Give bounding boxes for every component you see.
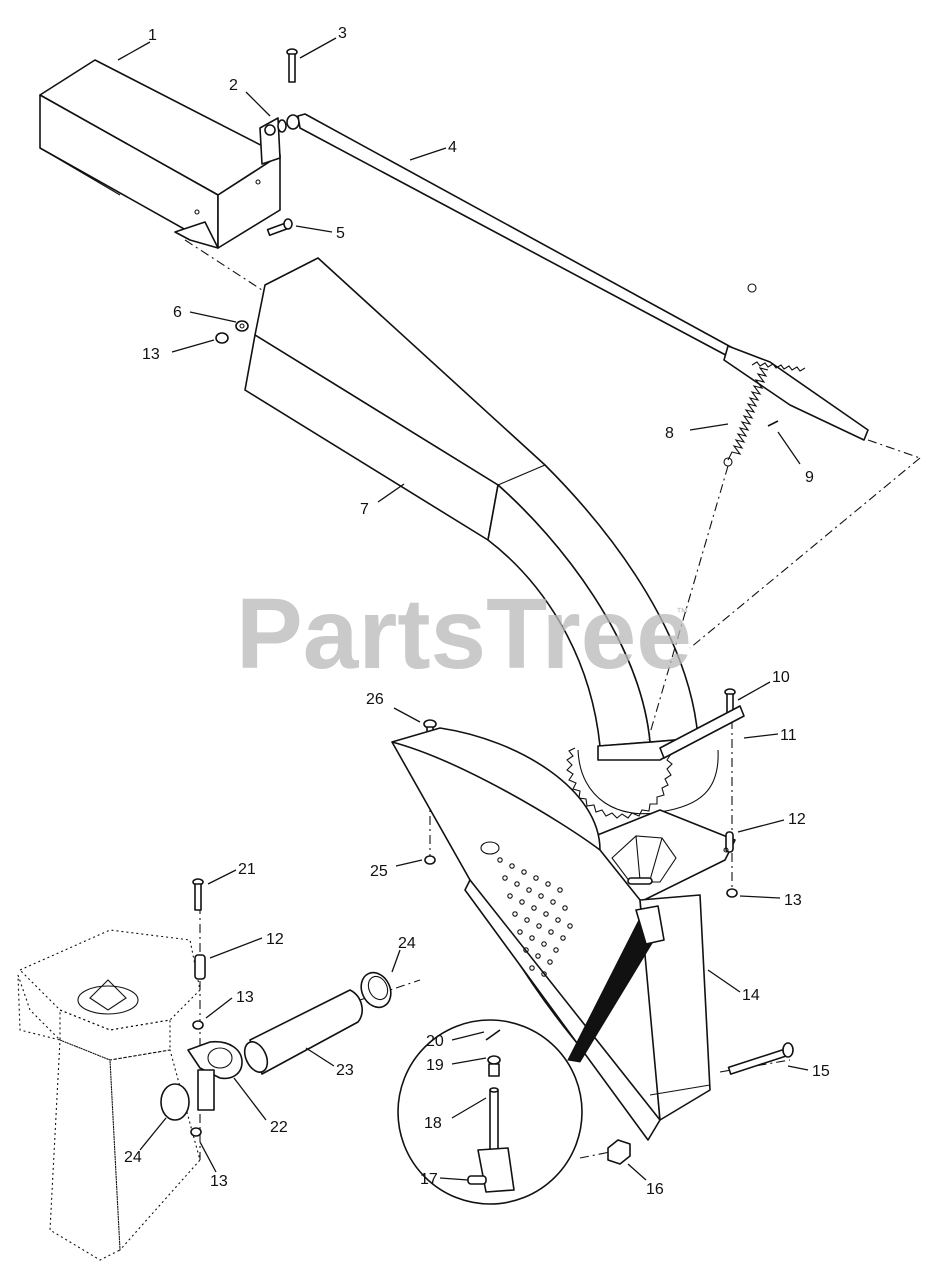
cap-24b (160, 1083, 190, 1121)
cap-24a (360, 971, 392, 1009)
screen-perforations (497, 857, 573, 977)
callout-13-top: 13 (142, 346, 160, 363)
nut-16 (607, 1139, 631, 1165)
control-rod (286, 113, 869, 441)
nut-13b (726, 888, 738, 898)
nut-13a (215, 332, 229, 344)
callout-11: 11 (780, 727, 797, 744)
callout-14: 14 (742, 987, 760, 1004)
watermark-brand: PartsTree (236, 578, 692, 690)
blower-housing-phantom (17, 929, 201, 1261)
callout-24-right: 24 (398, 935, 416, 952)
leader-lines (117, 37, 809, 1181)
callout-12-left: 12 (266, 931, 284, 948)
callout-6: 6 (173, 304, 182, 321)
callout-22: 22 (270, 1119, 288, 1136)
callout-4: 4 (448, 139, 457, 156)
watermark-trademark: ™ (676, 605, 688, 619)
spacer-12 (194, 954, 206, 980)
clamp-22 (187, 1040, 243, 1111)
bolt-21 (192, 878, 204, 911)
callout-12-right: 12 (788, 811, 806, 828)
callout-2: 2 (229, 77, 238, 94)
tube-23 (243, 989, 363, 1075)
bolt-5 (266, 218, 293, 237)
callout-20: 20 (426, 1033, 444, 1050)
callout-8: 8 (665, 425, 674, 442)
callout-1: 1 (148, 27, 157, 44)
washer-6 (235, 320, 249, 332)
lock-bar-11 (659, 705, 745, 759)
callout-18: 18 (424, 1115, 442, 1132)
callout-13-right: 13 (784, 892, 802, 909)
detail-inset (397, 905, 665, 1205)
callout-13-bottom: 13 (210, 1173, 228, 1190)
nut-13d (190, 1127, 202, 1137)
callout-15: 15 (812, 1063, 830, 1080)
pin-9 (767, 420, 779, 427)
callout-3: 3 (338, 25, 347, 42)
callout-17: 17 (420, 1171, 438, 1188)
spring-8 (723, 283, 769, 467)
callout-16: 16 (646, 1181, 664, 1198)
callout-24-left: 24 (124, 1149, 142, 1166)
deflector-hood (39, 59, 281, 249)
nut-25 (424, 855, 436, 865)
callout-21: 21 (238, 861, 256, 878)
callout-23: 23 (336, 1062, 354, 1079)
bolt-15 (727, 1042, 794, 1075)
hood-bracket (259, 117, 287, 165)
callout-25: 25 (370, 863, 388, 880)
bolt-3 (286, 48, 298, 83)
callout-13-left: 13 (236, 989, 254, 1006)
callout-26: 26 (366, 691, 384, 708)
callout-9: 9 (805, 469, 814, 486)
callout-10: 10 (772, 669, 790, 686)
callout-19: 19 (426, 1057, 444, 1074)
callout-5: 5 (336, 225, 345, 242)
callout-7: 7 (360, 501, 369, 518)
nut-13c (192, 1020, 204, 1030)
